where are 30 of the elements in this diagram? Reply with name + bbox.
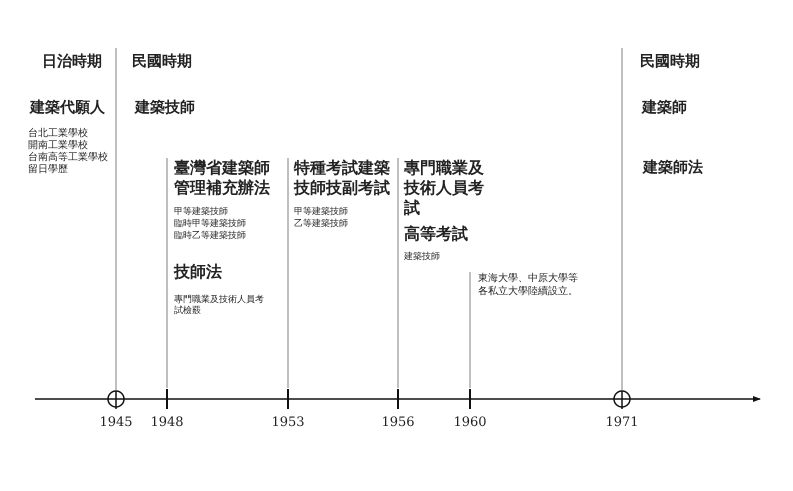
year-label: 1971 bbox=[604, 415, 640, 432]
note-text: 開南工業學校 bbox=[28, 140, 88, 152]
title-label: 建築代願人 bbox=[30, 98, 105, 117]
note-text: 台南高等工業學校 bbox=[28, 152, 108, 164]
heading-label: 技師法 bbox=[174, 262, 222, 282]
note-text: 臨時乙等建築技師 bbox=[174, 231, 246, 242]
note-text: 東海大學、中原大學等各私立大學陸續設立。 bbox=[478, 273, 578, 298]
note-text: 留日學歷 bbox=[28, 164, 68, 176]
year-label: 1953 bbox=[270, 415, 306, 432]
note-text: 台北工業學校 bbox=[28, 128, 88, 140]
heading-label: 建築師法 bbox=[643, 158, 703, 177]
period-label: 民國時期 bbox=[640, 52, 700, 71]
note-text: 建築技師 bbox=[404, 252, 440, 264]
note-text: 臨時甲等建築技師 bbox=[174, 219, 246, 230]
title-label: 建築技師 bbox=[135, 98, 195, 117]
year-label: 1956 bbox=[380, 415, 416, 432]
title-label: 建築師 bbox=[642, 98, 687, 117]
year-label: 1945 bbox=[98, 415, 134, 432]
heading-label: 臺灣省建築師管理補充辦法 bbox=[174, 158, 271, 198]
year-label: 1960 bbox=[452, 415, 488, 432]
note-text: 甲等建築技師 bbox=[174, 207, 228, 218]
period-label: 日治時期 bbox=[42, 52, 102, 71]
note-text: 專門職業及技術人員考試檢覈 bbox=[174, 295, 264, 318]
heading-label: 高等考試 bbox=[404, 224, 468, 244]
period-label: 民國時期 bbox=[132, 52, 192, 71]
note-text: 乙等建築技師 bbox=[294, 219, 348, 230]
heading-label: 特種考試建築技師技副考試 bbox=[294, 158, 391, 198]
heading-label: 專門職業及技術人員考試 bbox=[404, 158, 485, 218]
year-label: 1948 bbox=[149, 415, 185, 432]
note-text: 甲等建築技師 bbox=[294, 207, 348, 218]
